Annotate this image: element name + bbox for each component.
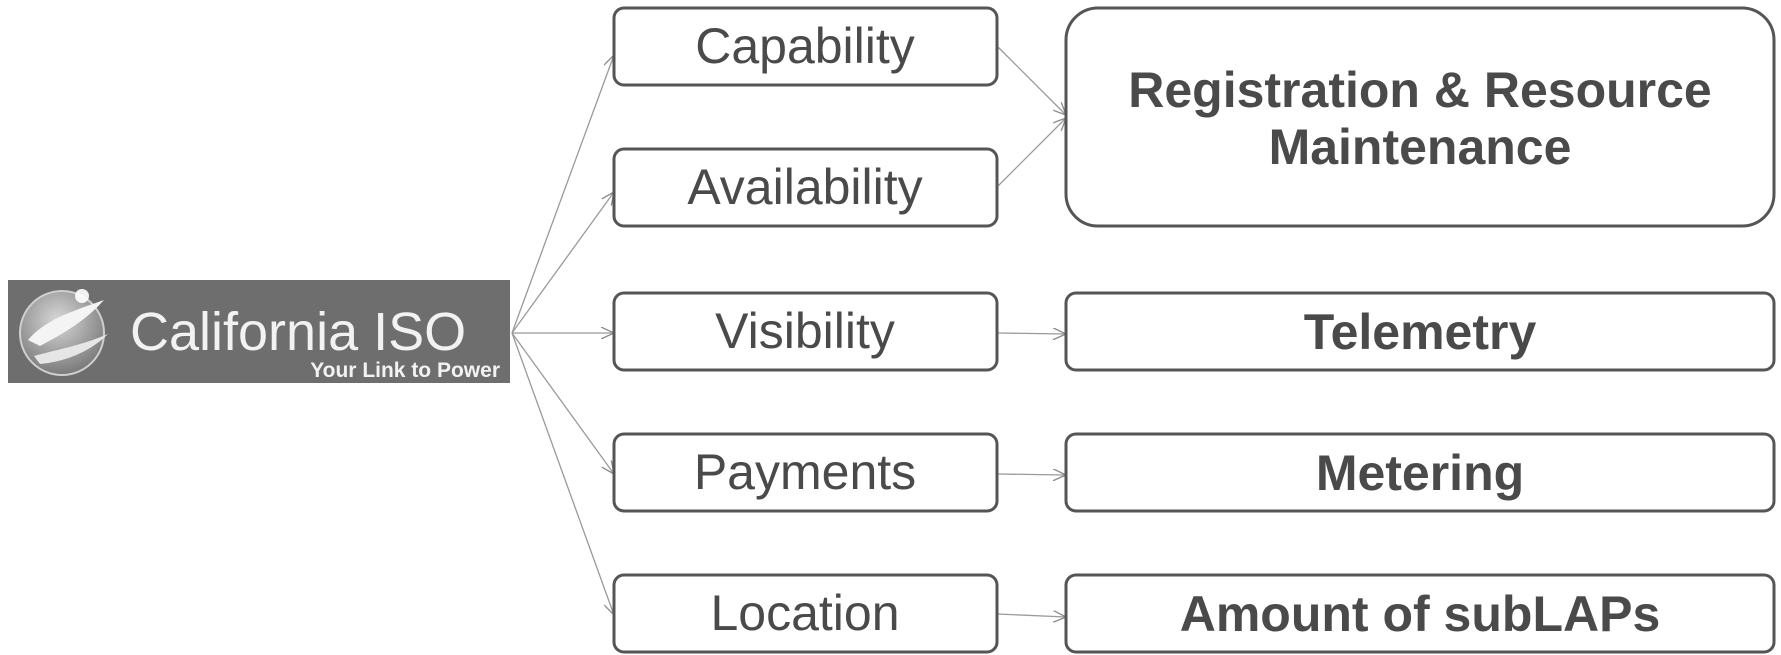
telemetry-box: Telemetry (1064, 291, 1776, 372)
logo-connectors (511, 55, 614, 615)
location-box: Location (612, 573, 999, 654)
payments-box: Payments (612, 432, 999, 513)
logo-tagline: Your Link to Power (310, 359, 500, 382)
connector-payments-metering (996, 474, 1066, 475)
middle-column: Capability Availability Visibility Payme… (612, 6, 999, 654)
logo-title: California ISO (130, 302, 466, 362)
visibility-label: Visibility (715, 303, 895, 359)
connector-logo-availability (511, 192, 614, 334)
registration-label-line2: Maintenance (1269, 119, 1572, 175)
metering-label: Metering (1316, 445, 1524, 501)
availability-box: Availability (612, 147, 999, 228)
metering-box: Metering (1064, 432, 1776, 513)
connector-logo-payments (511, 332, 614, 474)
capability-label: Capability (695, 18, 915, 74)
location-label: Location (710, 585, 899, 641)
connector-capability-registration (996, 45, 1066, 115)
availability-label: Availability (687, 159, 922, 215)
visibility-box: Visibility (612, 291, 999, 372)
registration-box: Registration & Resource Maintenance (1064, 6, 1776, 228)
payments-label: Payments (694, 444, 916, 500)
right-connectors (996, 45, 1066, 617)
telemetry-label: Telemetry (1304, 304, 1537, 360)
connector-location-sublaps (996, 614, 1066, 617)
registration-label-line1: Registration & Resource (1128, 62, 1711, 118)
right-column: Registration & Resource Maintenance Tele… (1064, 6, 1776, 654)
california-iso-swoosh-icon (19, 289, 108, 376)
california-iso-logo: California ISO Your Link to Power (8, 280, 510, 383)
connector-logo-capability (511, 55, 614, 334)
sublaps-label: Amount of subLAPs (1180, 586, 1661, 642)
capability-box: Capability (612, 6, 999, 87)
connector-logo-location (511, 332, 614, 615)
sublaps-box: Amount of subLAPs (1064, 573, 1776, 654)
connector-visibility-telemetry (996, 333, 1066, 334)
connector-availability-registration (996, 118, 1066, 188)
